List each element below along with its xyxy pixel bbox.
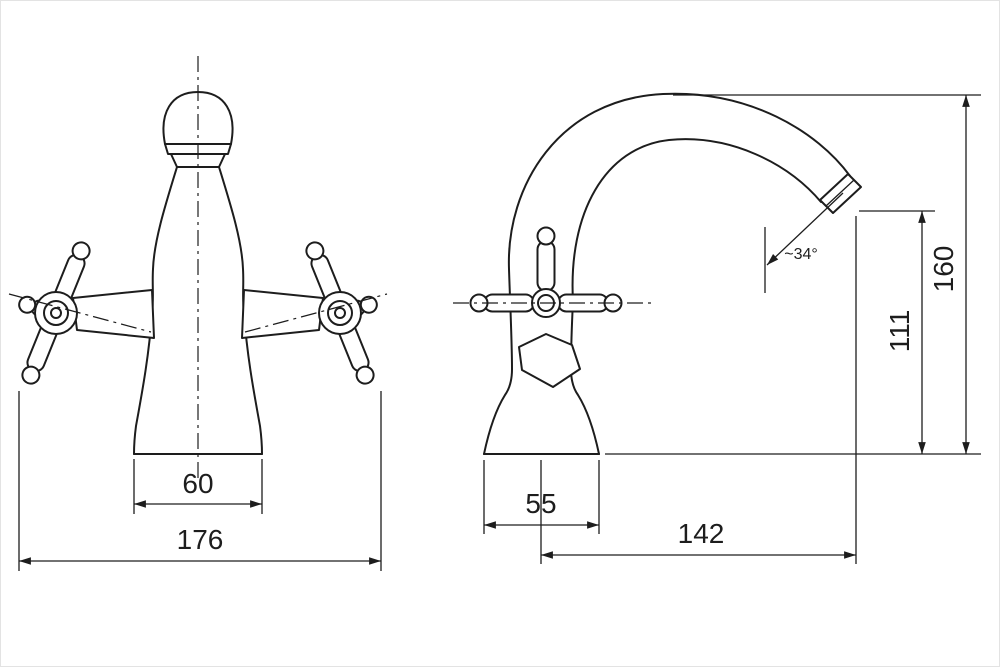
dim-front-base-width: 60 (182, 468, 213, 499)
dim-front-overall-width: 176 (177, 524, 224, 555)
right-handle-hub-center (334, 307, 346, 319)
left-handle-centerline (8, 293, 152, 333)
left-handle (8, 241, 155, 385)
spout-angle-annotation: ~34° (764, 192, 844, 293)
front-view: 60 176 (8, 56, 388, 571)
right-handle (241, 241, 388, 385)
spout-inner-curve (570, 138, 822, 455)
side-handle-lower-arm (518, 333, 581, 388)
side-view: ~34° 55 142 111 160 (453, 92, 981, 564)
dimension-side-overall-height: 160 (673, 94, 981, 454)
spout-aerator-line (825, 179, 855, 207)
dimension-side-outlet-height: 111 (859, 210, 935, 454)
dimension-front-base-width: 60 (133, 459, 263, 514)
side-handle-up-arm (536, 226, 556, 292)
right-handle-upper-arm (305, 241, 342, 304)
left-handle-adapter (72, 289, 155, 339)
dim-side-overall-height: 160 (928, 246, 959, 293)
spout-outer-curve (483, 92, 851, 455)
side-handle (453, 226, 651, 388)
right-handle-centerline (244, 293, 388, 333)
dimension-front-overall-width: 176 (18, 391, 382, 571)
left-handle-hub-center (50, 307, 62, 319)
left-handle-upper-arm (54, 241, 91, 304)
right-handle-lower-arm (338, 322, 375, 385)
faucet-body-side (483, 92, 862, 455)
spout-angle-label: ~34° (784, 246, 818, 263)
dim-side-spout-reach: 142 (678, 518, 725, 549)
dimension-side-spout-reach: 142 (540, 216, 857, 564)
dim-side-outlet-height: 111 (884, 310, 915, 353)
spout-aerator (819, 173, 862, 214)
side-handle-left-arm (469, 293, 535, 313)
